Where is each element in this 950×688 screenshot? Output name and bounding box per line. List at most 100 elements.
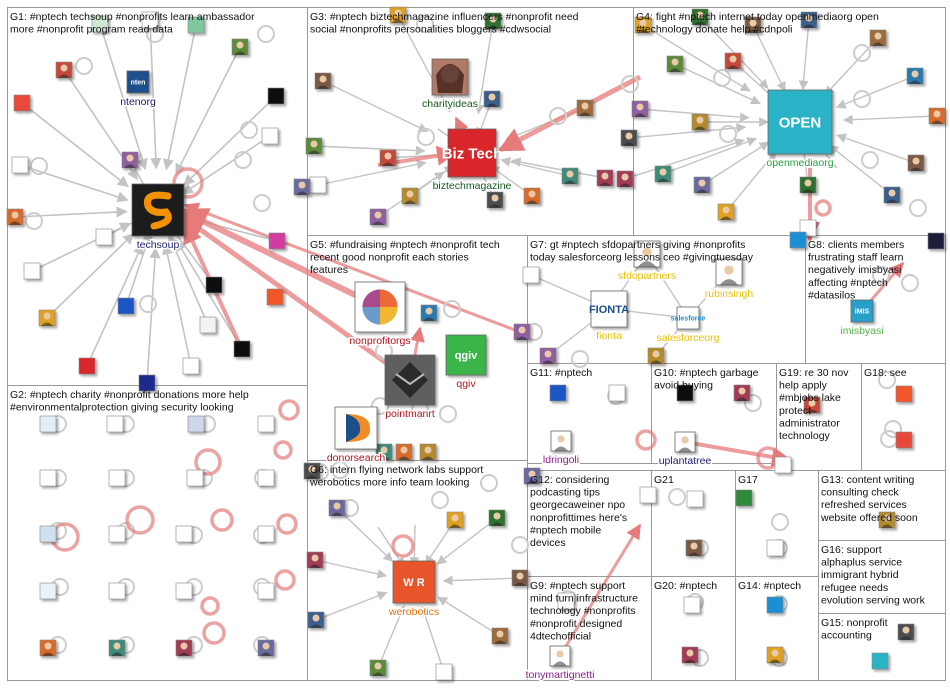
avatar-node[interactable]	[724, 52, 742, 70]
avatar-node[interactable]	[91, 15, 109, 33]
avatar-node[interactable]	[895, 431, 913, 449]
avatar-node[interactable]	[774, 456, 792, 474]
avatar-node[interactable]	[539, 347, 557, 365]
avatar-node[interactable]	[522, 266, 540, 284]
avatar-node[interactable]	[883, 186, 901, 204]
avatar-node[interactable]	[766, 539, 784, 557]
avatar-node[interactable]	[231, 38, 249, 56]
avatar-node[interactable]	[233, 340, 251, 358]
avatar-node[interactable]	[261, 127, 279, 145]
avatar-node[interactable]	[435, 663, 453, 681]
avatar-node[interactable]	[39, 639, 57, 657]
avatar-node[interactable]	[266, 288, 284, 306]
avatar-node[interactable]	[395, 443, 413, 461]
avatar-node[interactable]	[257, 415, 275, 433]
avatar-node[interactable]	[138, 374, 156, 392]
avatar-node[interactable]	[419, 443, 437, 461]
avatar-node[interactable]	[488, 509, 506, 527]
avatar-node[interactable]	[608, 384, 626, 402]
avatar-node[interactable]	[307, 611, 325, 629]
avatar-node[interactable]	[141, 11, 159, 29]
avatar-node[interactable]	[691, 113, 709, 131]
avatar-node[interactable]	[369, 208, 387, 226]
avatar-node[interactable]	[187, 16, 205, 34]
avatar-node[interactable]	[257, 582, 275, 600]
avatar-node[interactable]	[95, 228, 113, 246]
avatar-node[interactable]	[878, 511, 896, 529]
avatar-node[interactable]	[55, 61, 73, 79]
avatar-node[interactable]	[328, 499, 346, 517]
avatar-node[interactable]	[375, 443, 393, 461]
avatar-node[interactable]	[647, 347, 665, 365]
hub-donorsearch[interactable]: donorsearch	[325, 406, 387, 466]
avatar-node[interactable]	[685, 539, 703, 557]
avatar-node[interactable]	[108, 469, 126, 487]
avatar-node[interactable]	[106, 415, 124, 433]
avatar-node[interactable]	[23, 262, 41, 280]
hub-rubinsingh[interactable]: rubinsingh	[703, 258, 755, 302]
avatar-node[interactable]	[596, 169, 614, 187]
avatar-node[interactable]	[897, 623, 915, 641]
avatar-node[interactable]	[576, 99, 594, 117]
hub-nonprofitorgs[interactable]: nonprofitorgs	[348, 281, 412, 349]
avatar-node[interactable]	[803, 396, 821, 414]
avatar-node[interactable]	[693, 176, 711, 194]
avatar-node[interactable]	[257, 469, 275, 487]
avatar-node[interactable]	[907, 154, 925, 172]
avatar-node[interactable]	[13, 94, 31, 112]
avatar-node[interactable]	[38, 309, 56, 327]
avatar-node[interactable]	[871, 652, 889, 670]
avatar-node[interactable]	[182, 357, 200, 375]
avatar-node[interactable]	[616, 170, 634, 188]
avatar-node[interactable]	[486, 191, 504, 209]
avatar-node[interactable]	[513, 323, 531, 341]
avatar-node[interactable]	[314, 72, 332, 90]
avatar-node[interactable]	[39, 582, 57, 600]
avatar-node[interactable]	[927, 232, 945, 250]
avatar-node[interactable]	[186, 469, 204, 487]
hub-sfdopartners[interactable]: sfdopartners	[616, 240, 678, 284]
avatar-node[interactable]	[681, 646, 699, 664]
avatar-node[interactable]	[187, 415, 205, 433]
hub-tonymartignetti[interactable]: tonymartignetti	[524, 645, 596, 683]
avatar-node[interactable]	[121, 151, 139, 169]
avatar-node[interactable]	[634, 16, 652, 34]
hub-ldringoli[interactable]: ldringoli	[541, 430, 581, 468]
avatar-node[interactable]	[257, 525, 275, 543]
avatar-node[interactable]	[800, 11, 818, 29]
avatar-node[interactable]	[766, 596, 784, 614]
avatar-node[interactable]	[789, 231, 807, 249]
avatar-node[interactable]	[303, 462, 321, 480]
avatar-node[interactable]	[735, 489, 753, 507]
avatar-node[interactable]	[305, 137, 323, 155]
avatar-node[interactable]	[420, 304, 438, 322]
avatar-node[interactable]	[175, 582, 193, 600]
avatar-node[interactable]	[108, 582, 126, 600]
avatar-node[interactable]	[39, 525, 57, 543]
avatar-node[interactable]	[108, 525, 126, 543]
avatar-node[interactable]	[78, 357, 96, 375]
avatar-node[interactable]	[686, 490, 704, 508]
hub-techsoup[interactable]: techsoup	[131, 183, 185, 253]
avatar-node[interactable]	[683, 596, 701, 614]
avatar-node[interactable]	[257, 639, 275, 657]
avatar-node[interactable]	[108, 639, 126, 657]
avatar-node[interactable]	[199, 316, 217, 334]
hub-uplantatree[interactable]: uplantatree	[657, 431, 713, 469]
avatar-node[interactable]	[717, 203, 735, 221]
avatar-node[interactable]	[6, 208, 24, 226]
avatar-node[interactable]	[293, 178, 311, 196]
avatar-node[interactable]	[446, 511, 464, 529]
avatar-node[interactable]	[733, 384, 751, 402]
avatar-node[interactable]	[523, 187, 541, 205]
avatar-node[interactable]	[654, 165, 672, 183]
avatar-node[interactable]	[306, 551, 324, 569]
avatar-node[interactable]	[389, 6, 407, 24]
avatar-node[interactable]	[523, 467, 541, 485]
avatar-node[interactable]	[676, 384, 694, 402]
